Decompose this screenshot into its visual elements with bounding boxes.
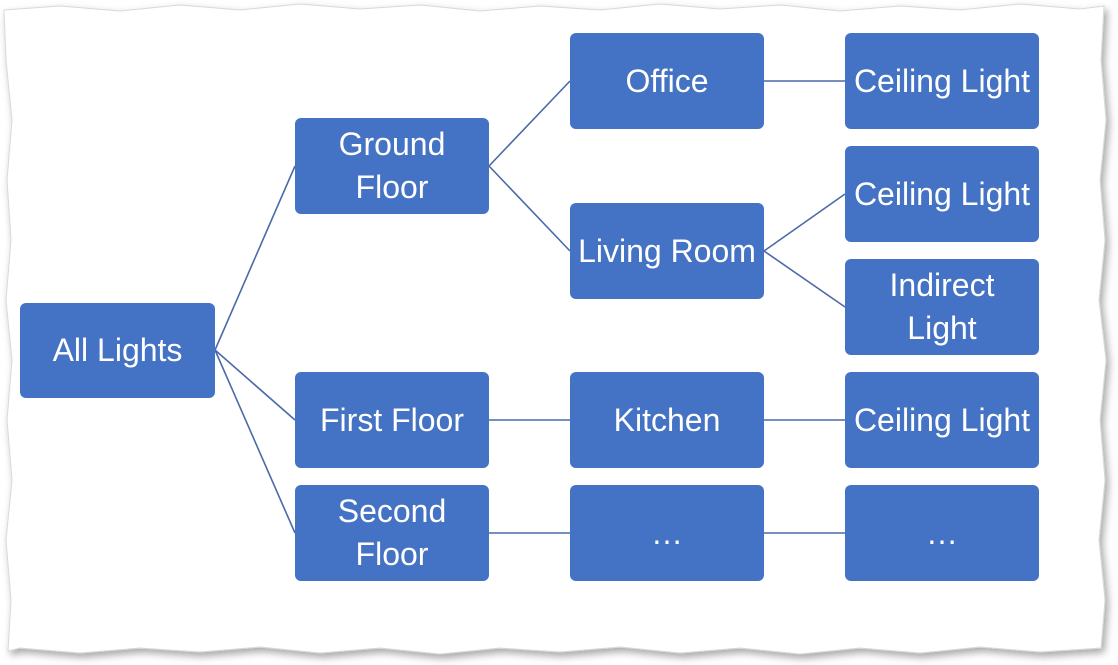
node-ground-floor: Ground Floor xyxy=(295,118,489,214)
node-label: Kitchen xyxy=(613,401,721,438)
link-root-first xyxy=(214,349,296,421)
node-office-ceiling-light: Ceiling Light xyxy=(845,33,1039,129)
node-office: Office xyxy=(570,33,764,129)
link-root-second xyxy=(214,349,296,534)
node-living-indirect-light: Indirect Light xyxy=(845,259,1039,355)
link-living-ceiling xyxy=(763,193,846,252)
node-label: First Floor xyxy=(320,401,464,438)
link-ground-office xyxy=(488,80,571,167)
node-label: Ceiling Light xyxy=(853,401,1031,438)
node-label: Ground Floor xyxy=(338,126,446,205)
node-label: Indirect Light xyxy=(889,267,995,346)
node-light-ellipsis: … xyxy=(845,485,1039,581)
node-label: … xyxy=(926,514,958,551)
node-label: Office xyxy=(625,62,709,99)
node-label: Ceiling Light xyxy=(853,175,1031,212)
node-first-floor: First Floor xyxy=(295,372,489,468)
link-living-indirect xyxy=(763,250,846,308)
node-label: Ceiling Light xyxy=(853,62,1031,99)
link-ground-living xyxy=(488,165,571,252)
node-room-ellipsis: … xyxy=(570,485,764,581)
node-label: … xyxy=(651,514,683,551)
link-root-ground xyxy=(214,165,296,351)
node-kitchen: Kitchen xyxy=(570,372,764,468)
node-label: Living Room xyxy=(578,232,756,269)
node-living-ceiling-light: Ceiling Light xyxy=(845,146,1039,242)
node-label: Second Floor xyxy=(337,493,447,572)
node-living-room: Living Room xyxy=(570,203,764,299)
node-kitchen-ceiling-light: Ceiling Light xyxy=(845,372,1039,468)
node-all-lights: All Lights xyxy=(20,303,215,398)
node-label: All Lights xyxy=(52,332,183,368)
node-second-floor: Second Floor xyxy=(295,485,489,581)
